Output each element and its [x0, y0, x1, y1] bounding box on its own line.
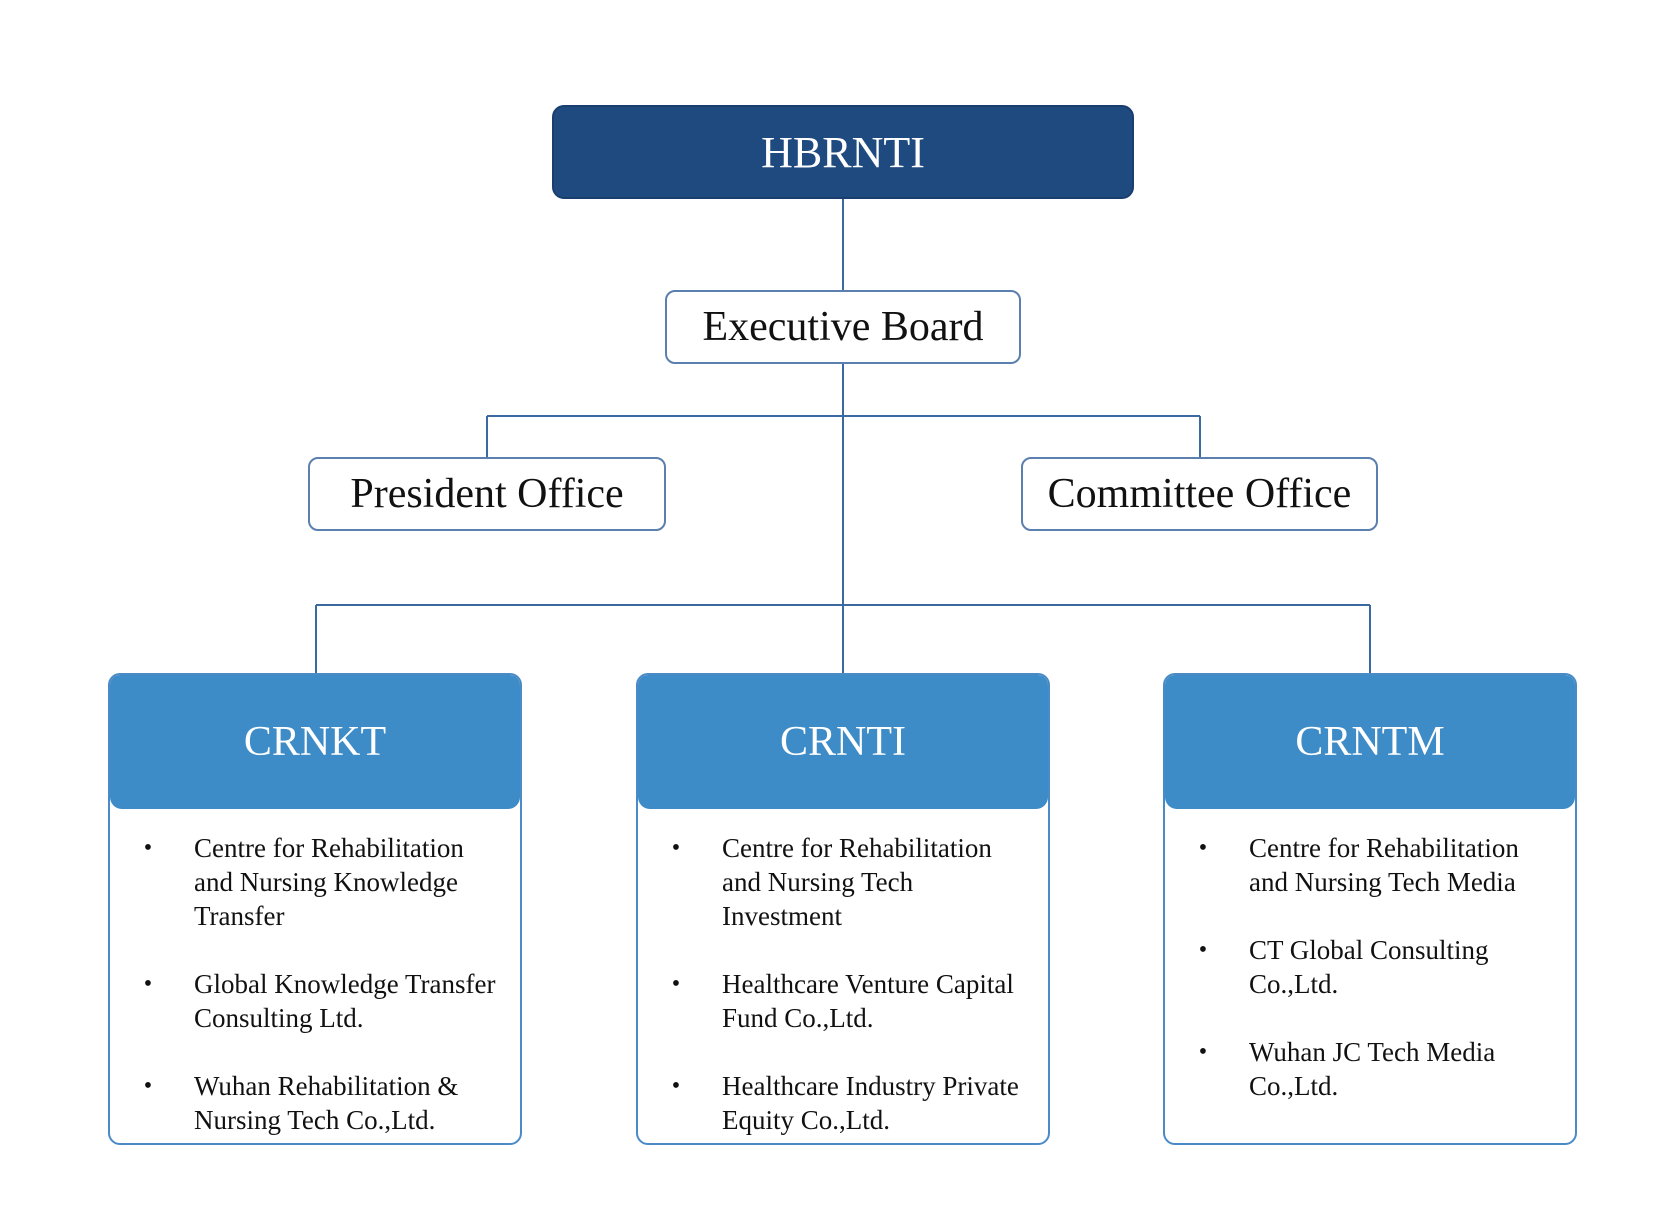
unit-card-crnkt: CRNKT • Centre for Rehabilitation and Nu…	[108, 673, 522, 1145]
unit-item-list: • Centre for Rehabilitation and Nursing …	[638, 809, 1048, 1137]
list-item-text: Global Knowledge Transfer Consulting Ltd…	[194, 969, 496, 1033]
unit-header: CRNTM	[1165, 675, 1575, 809]
list-item: • Wuhan JC Tech Media Co.,Ltd.	[1193, 1035, 1561, 1103]
bullet-icon: •	[671, 835, 681, 861]
list-item: • Centre for Rehabilitation and Nursing …	[666, 831, 1034, 933]
committee-office-label: Committee Office	[1047, 471, 1352, 517]
bullet-icon: •	[1198, 937, 1208, 963]
list-item-text: Centre for Rehabilitation and Nursing Kn…	[194, 833, 464, 931]
root-node-label: HBRNTI	[761, 127, 925, 177]
list-item: • Wuhan Rehabilitation & Nursing Tech Co…	[138, 1069, 506, 1137]
list-item: • Centre for Rehabilitation and Nursing …	[138, 831, 506, 933]
unit-header: CRNKT	[110, 675, 520, 809]
list-item-text: Centre for Rehabilitation and Nursing Te…	[1249, 833, 1519, 897]
committee-office-node: Committee Office	[1021, 457, 1378, 531]
unit-card-crntm: CRNTM • Centre for Rehabilitation and Nu…	[1163, 673, 1577, 1145]
bullet-icon: •	[671, 1073, 681, 1099]
list-item-text: Wuhan Rehabilitation & Nursing Tech Co.,…	[194, 1071, 459, 1135]
bullet-icon: •	[671, 971, 681, 997]
bullet-icon: •	[143, 971, 153, 997]
president-office-label: President Office	[350, 471, 624, 517]
executive-board-label: Executive Board	[702, 304, 984, 350]
list-item-text: Healthcare Industry Private Equity Co.,L…	[722, 1071, 1019, 1135]
list-item-text: Centre for Rehabilitation and Nursing Te…	[722, 833, 992, 931]
executive-board-node: Executive Board	[665, 290, 1021, 364]
list-item-text: Healthcare Venture Capital Fund Co.,Ltd.	[722, 969, 1014, 1033]
list-item: • CT Global Consulting Co.,Ltd.	[1193, 933, 1561, 1001]
unit-title: CRNTM	[1295, 719, 1445, 765]
unit-title: CRNTI	[780, 719, 906, 765]
bullet-icon: •	[1198, 1039, 1208, 1065]
list-item: • Global Knowledge Transfer Consulting L…	[138, 967, 506, 1035]
list-item-text: Wuhan JC Tech Media Co.,Ltd.	[1249, 1037, 1496, 1101]
list-item-text: CT Global Consulting Co.,Ltd.	[1249, 935, 1489, 999]
unit-item-list: • Centre for Rehabilitation and Nursing …	[110, 809, 520, 1137]
bullet-icon: •	[143, 835, 153, 861]
bullet-icon: •	[143, 1073, 153, 1099]
list-item: • Healthcare Venture Capital Fund Co.,Lt…	[666, 967, 1034, 1035]
list-item: • Healthcare Industry Private Equity Co.…	[666, 1069, 1034, 1137]
president-office-node: President Office	[308, 457, 666, 531]
unit-card-crnti: CRNTI • Centre for Rehabilitation and Nu…	[636, 673, 1050, 1145]
root-node-hbrnti: HBRNTI	[552, 105, 1134, 199]
unit-title: CRNKT	[243, 719, 387, 765]
list-item: • Centre for Rehabilitation and Nursing …	[1193, 831, 1561, 899]
unit-item-list: • Centre for Rehabilitation and Nursing …	[1165, 809, 1575, 1103]
unit-header: CRNTI	[638, 675, 1048, 809]
bullet-icon: •	[1198, 835, 1208, 861]
